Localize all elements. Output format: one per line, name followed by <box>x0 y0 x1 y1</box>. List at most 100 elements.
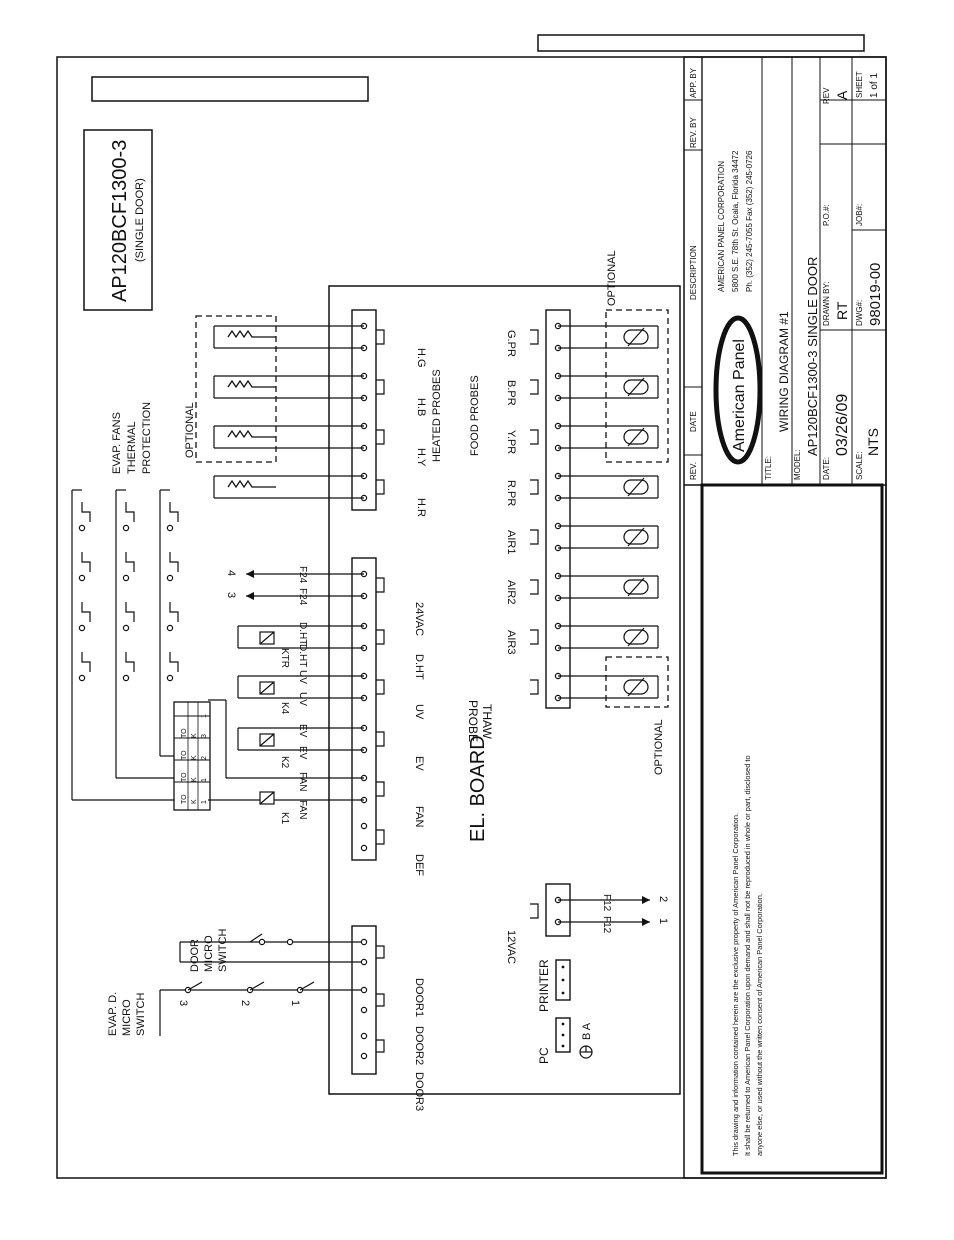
door-input-label: DOOR2 <box>413 1026 425 1065</box>
wire-4-label: 4 <box>225 570 237 576</box>
f24-label: F24 <box>297 566 308 584</box>
uv-label: UV <box>297 692 308 706</box>
thermal-switch-pin <box>166 524 174 532</box>
terminal-k-label: K <box>191 755 198 760</box>
header-box-top <box>537 34 865 52</box>
heated-probe-resistor <box>227 429 276 439</box>
company-phone: Ph. (352) 245-7055 Fax (352) 245-0726 <box>745 150 754 292</box>
switch-contact-symbol <box>249 981 265 991</box>
food-probe-bracket <box>530 679 539 695</box>
door-input-pin <box>360 1052 368 1060</box>
heated-probe-label: H.B <box>415 398 427 416</box>
relay-ktr-label: KTR <box>279 648 290 668</box>
disclaimer-line-1: This drawing and information contained h… <box>731 813 740 1156</box>
switch-contact-symbol <box>299 981 315 991</box>
switch-contact-symbol <box>187 981 203 991</box>
evap-fans-label-3: PROTECTION <box>141 402 153 474</box>
thaw-probe-label-1: THAW <box>480 704 494 740</box>
po-label: P.O.#: <box>822 204 831 226</box>
terminal-num-label: 3 <box>201 734 208 738</box>
food-probe-label: B.PR <box>505 380 517 406</box>
optional-label-heated: OPTIONAL <box>184 402 196 458</box>
app-by-header: APP. BY <box>689 67 698 98</box>
food-probe-bracket <box>530 329 539 345</box>
thermal-switch-pin <box>122 574 130 582</box>
arrow-icon <box>246 570 254 578</box>
heated-probe-bracket <box>376 429 385 445</box>
door-switch-label-3: SWITCH <box>217 929 229 972</box>
disclaimer-line-3: anyone else, or used without the written… <box>755 893 764 1156</box>
terminal-to-label: TO <box>181 728 188 738</box>
drawn-by-label: DRAWN BY: <box>822 281 831 326</box>
fan-label: FAN <box>297 800 308 819</box>
ev-label: EV <box>297 746 308 760</box>
el-board-frame <box>328 285 681 1095</box>
logo-text: American Panel <box>731 339 748 452</box>
ev-label: EV <box>297 724 308 738</box>
thermal-switch-symbol <box>125 652 135 672</box>
food-probes-label: FOOD PROBES <box>469 375 481 456</box>
food-probe-bracket <box>530 529 539 545</box>
heated-probe-resistor <box>227 329 276 339</box>
door-input-bracket <box>376 1039 385 1053</box>
output-label: EV <box>413 756 425 771</box>
relay-coil <box>259 631 275 645</box>
el-board-label: EL. BOARD <box>467 735 489 842</box>
model-door-type: (SINGLE DOOR) <box>134 178 146 262</box>
heated-probe-label: H.R <box>415 498 427 517</box>
output-label: 24VAC <box>413 602 425 636</box>
thermal-switch-symbol <box>81 552 91 572</box>
door-input-pin <box>360 1006 368 1014</box>
date-label: DATE: <box>822 457 831 480</box>
switch-number-label: 2 <box>239 1000 251 1006</box>
food-probe-bracket <box>530 579 539 595</box>
output-bracket <box>376 829 385 845</box>
door-input-label: DOOR1 <box>413 978 425 1017</box>
food-probe-bracket <box>530 429 539 445</box>
thermal-switch-symbol <box>81 652 91 672</box>
probe-sensor-slash <box>627 577 645 597</box>
output-label: DEF <box>413 854 425 876</box>
terminal-k-label: K <box>191 777 198 782</box>
terminal-num-label: 2 <box>201 756 208 760</box>
evap-switch-label-2: MICRO <box>121 999 133 1036</box>
pc-pins-label: B A <box>581 1022 593 1040</box>
door-input-pin <box>360 986 368 994</box>
relay-coil <box>259 733 275 747</box>
output-label: D.HT <box>413 654 425 680</box>
terminal-tail-label: 1 <box>201 714 208 718</box>
evap-switch-label-3: SWITCH <box>135 993 147 1036</box>
thermal-switch-symbol <box>125 552 135 572</box>
wire-1-label: 1 <box>657 918 669 924</box>
description-header: DESCRIPTION <box>689 245 698 300</box>
pc-port <box>555 1017 571 1053</box>
door-input-label: DOOR3 <box>413 1072 425 1111</box>
door-connector <box>351 925 377 1075</box>
heated-probe-label: H.G <box>415 348 427 368</box>
output-label: FAN <box>413 806 425 827</box>
sheet-value: 1 of 1 <box>869 73 880 98</box>
title-value: WIRING DIAGRAM #1 <box>777 311 791 432</box>
door-switch-label-2: MICRO <box>203 935 215 972</box>
food-probe-label: G.PR <box>505 330 517 357</box>
food-probe-bracket <box>530 629 539 645</box>
output-bracket <box>376 679 385 695</box>
dht-label: D.HT <box>297 644 308 667</box>
optional-box-food <box>605 309 669 463</box>
heated-probe-bracket <box>376 479 385 495</box>
thaw-probe-label-2: PROBE <box>466 700 480 742</box>
rev-value: A <box>834 90 850 100</box>
heated-probe-resistor <box>227 479 276 489</box>
thermal-switch-pin <box>166 674 174 682</box>
wire-2-label: 2 <box>657 896 669 902</box>
thermal-switch-symbol <box>169 502 179 522</box>
fan-label: FAN <box>297 772 308 791</box>
evap-fans-label-2: THERMAL <box>126 421 138 474</box>
power-label: 12VAC <box>505 930 517 964</box>
food-probe-label: AIR3 <box>505 630 517 654</box>
thermal-switch-pin <box>78 674 86 682</box>
arrow-icon <box>642 896 650 904</box>
